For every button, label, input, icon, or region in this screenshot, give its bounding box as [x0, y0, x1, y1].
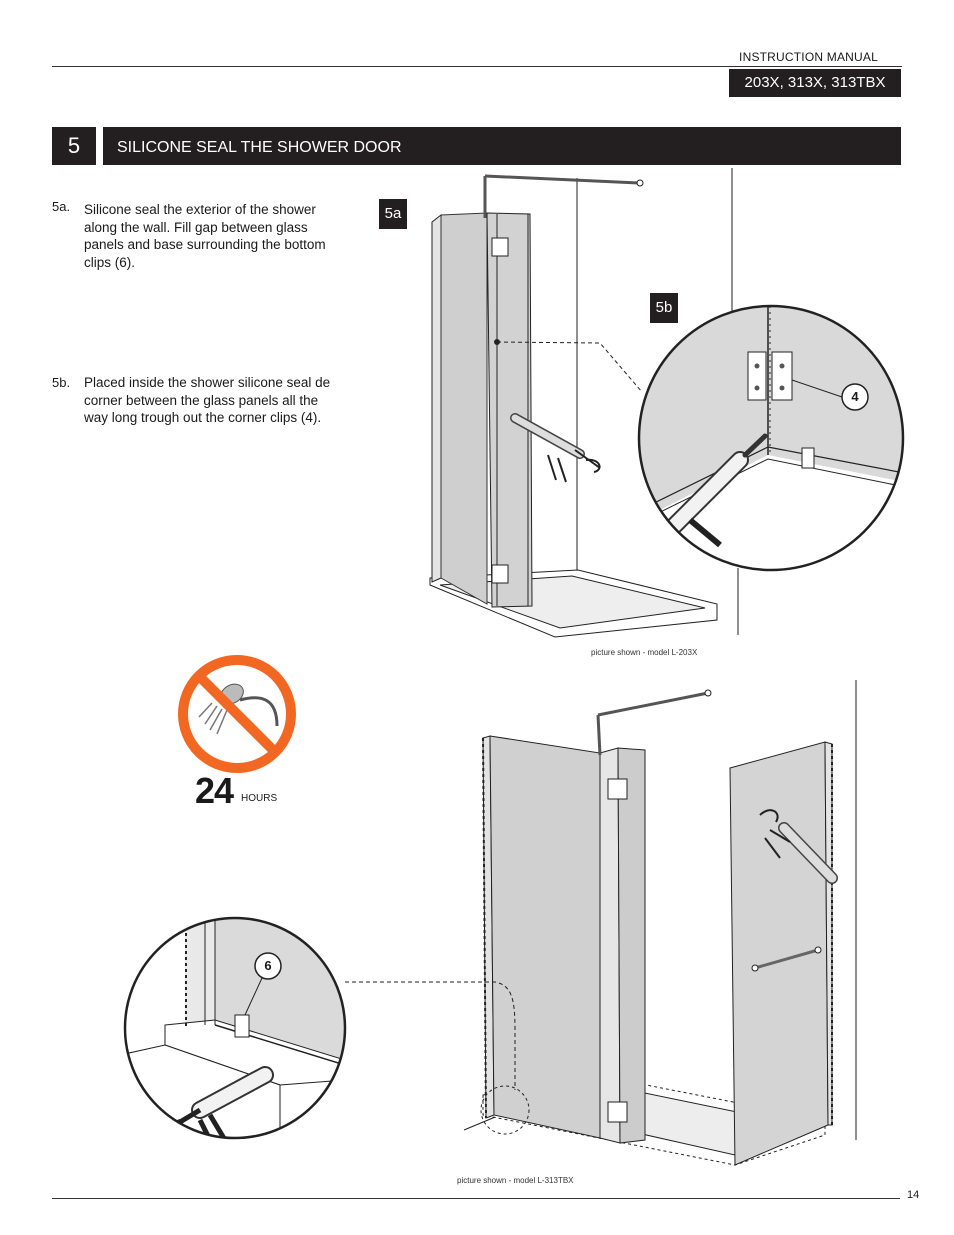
substep-5a-label: 5a.: [52, 199, 71, 214]
shower-203x-illustration: [429, 168, 739, 638]
manual-title: INSTRUCTION MANUAL: [739, 50, 878, 64]
caption-313tbx: picture shown - model L-313TBX: [457, 1176, 574, 1185]
footer-rule: [52, 1198, 900, 1199]
callout-4: 4: [851, 389, 859, 404]
model-badge: 203X, 313X, 313TBX: [729, 69, 901, 97]
substep-5a-text: Silicone seal the exterior of the shower…: [84, 202, 326, 270]
hours-value: 24: [195, 770, 234, 811]
figure-5b-tag: 5b: [650, 293, 678, 323]
no-shower-icon: [178, 655, 296, 773]
caption-203x: picture shown - model L-203X: [591, 648, 698, 657]
substep-5b-label: 5b.: [52, 375, 71, 390]
step-number: 5: [52, 127, 96, 165]
header-rule: [52, 66, 902, 67]
corner-seal-detail: [637, 304, 905, 572]
figure-5a-tag: 5a: [379, 199, 407, 229]
substep-5b-text: Placed inside the shower silicone seal d…: [84, 375, 331, 425]
page-number: 14: [907, 1189, 920, 1201]
callout-6: 6: [264, 958, 272, 973]
hours-unit: HOURS: [241, 793, 278, 804]
step-title: SILICONE SEAL THE SHOWER DOOR: [103, 127, 901, 165]
